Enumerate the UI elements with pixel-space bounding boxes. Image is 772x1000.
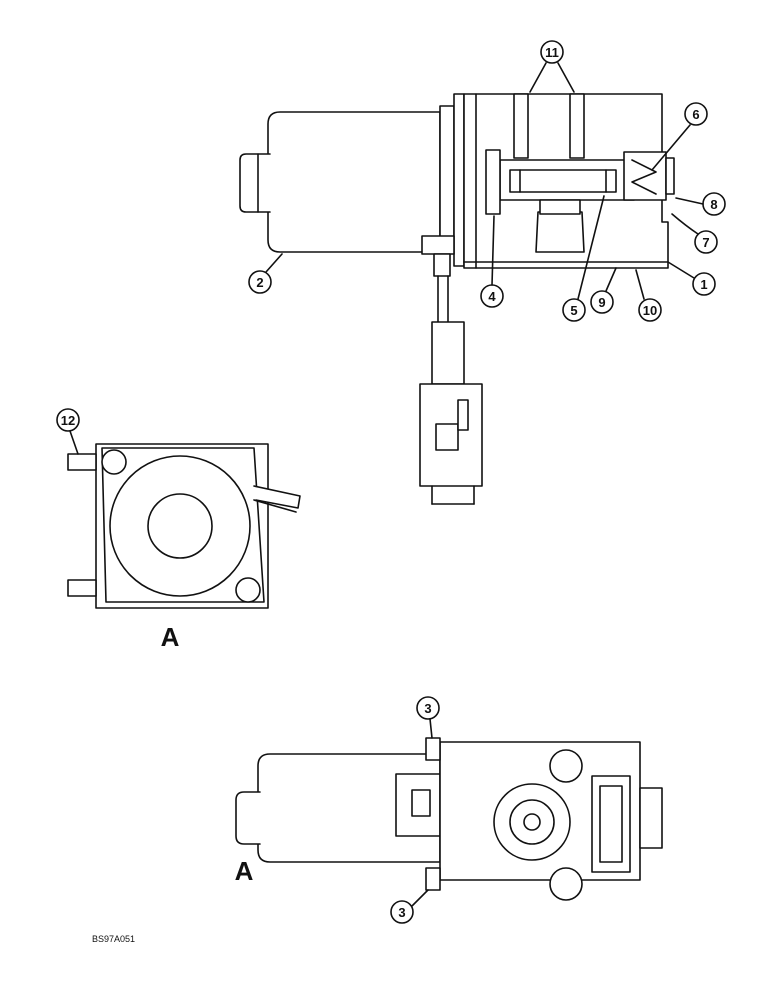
callout-9: 9 [590, 267, 617, 314]
svg-text:6: 6 [692, 107, 699, 122]
hex-plug-icon [549, 867, 583, 901]
callout-4: 4 [480, 215, 504, 308]
port-nut [539, 199, 581, 215]
top-bolt-right [569, 93, 585, 159]
mounting-plate [453, 93, 465, 267]
svg-text:12: 12 [61, 413, 75, 428]
hex-plug-icon [549, 749, 583, 783]
callout-8: 8 [675, 192, 726, 216]
callout-2: 2 [248, 253, 283, 294]
svg-text:9: 9 [598, 295, 605, 310]
lead-stub [253, 499, 297, 513]
connector-slot [599, 785, 623, 863]
mounting-stud [67, 453, 97, 471]
callout-3-top: 3 [416, 696, 440, 739]
lower-port-fitting [535, 211, 585, 253]
svg-text:3: 3 [398, 905, 405, 920]
lead-grommet [433, 253, 451, 277]
coil-flange [439, 105, 455, 253]
connector-latch [435, 423, 459, 451]
svg-text:11: 11 [545, 45, 559, 60]
hex-bolt-icon [235, 577, 261, 603]
svg-text:3: 3 [424, 701, 431, 716]
solenoid-coil [267, 111, 441, 253]
connector-shell [431, 321, 465, 385]
connector-tab [457, 399, 469, 431]
bottom-lead-plug [411, 789, 431, 817]
spring-icon [631, 159, 657, 195]
bottom-coil [257, 753, 441, 863]
bottom-port-center [523, 813, 541, 831]
svg-text:5: 5 [570, 303, 577, 318]
callout-10: 10 [635, 269, 662, 322]
valve-spool [509, 169, 617, 193]
side-fitting [639, 787, 663, 849]
stud-3-bottom [425, 867, 441, 891]
callout-1: 1 [667, 261, 716, 296]
svg-text:4: 4 [488, 289, 496, 304]
callout-6: 6 [651, 102, 708, 171]
view-label-a-end: A [161, 622, 180, 652]
coil-center-bore [147, 493, 213, 559]
svg-text:2: 2 [256, 275, 263, 290]
end-view-a [67, 443, 301, 609]
hex-bolt-icon [101, 449, 127, 475]
callout-3-bottom: 3 [390, 889, 429, 924]
lead-stub [253, 485, 301, 509]
side-view-a [235, 737, 663, 901]
svg-text:1: 1 [700, 277, 707, 292]
mounting-stud [67, 579, 97, 597]
drawing-code: BS97A051 [92, 934, 135, 944]
solenoid-end-cap [239, 153, 271, 213]
stud-3-top [425, 737, 441, 761]
view-label-a-side: A [235, 856, 254, 886]
svg-text:10: 10 [643, 303, 657, 318]
callout-12: 12 [56, 408, 80, 455]
callout-7: 7 [671, 213, 718, 254]
svg-text:7: 7 [702, 235, 709, 250]
callout-5: 5 [562, 195, 605, 322]
callout-11: 11 [529, 40, 575, 93]
top-bolt-left [513, 93, 529, 159]
retainer-plug [665, 157, 675, 195]
svg-text:8: 8 [710, 197, 717, 212]
lead-boss [421, 235, 455, 255]
solenoid-valve-side-view [239, 93, 675, 505]
bottom-end-cap [235, 791, 261, 845]
poppet-pin [485, 149, 501, 215]
callouts: 11 6 8 7 1 2 [56, 40, 726, 924]
